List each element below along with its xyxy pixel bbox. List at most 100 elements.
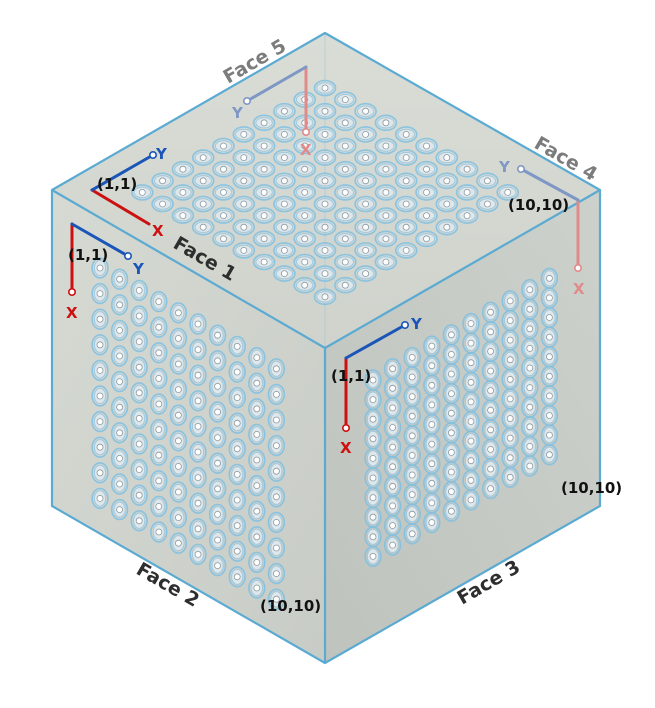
- led: [191, 195, 215, 213]
- right-end-coord: (10,10): [561, 479, 622, 497]
- led: [481, 458, 500, 480]
- led: [150, 521, 168, 543]
- led: [374, 114, 398, 132]
- led: [267, 486, 286, 508]
- led: [540, 326, 559, 348]
- led: [91, 282, 109, 305]
- led: [333, 137, 357, 155]
- led: [501, 407, 519, 430]
- led: [403, 405, 421, 427]
- led: [293, 276, 317, 294]
- face1-y-axis-label: Y: [155, 145, 168, 163]
- led: [540, 365, 559, 387]
- led: [354, 265, 377, 282]
- led: [442, 324, 461, 346]
- led: [423, 433, 441, 455]
- left-end-coord: (10,10): [260, 597, 321, 615]
- led: [313, 102, 337, 120]
- left-origin-coord: (1,1): [68, 246, 108, 264]
- led: [110, 319, 129, 342]
- led: [150, 444, 168, 466]
- led: [169, 430, 188, 452]
- face2-x-axis-label: X: [66, 304, 78, 322]
- led: [252, 184, 276, 201]
- led: [423, 472, 441, 494]
- led: [208, 350, 227, 372]
- led: [267, 588, 286, 610]
- led: [273, 102, 296, 120]
- led: [364, 467, 382, 489]
- led: [232, 242, 256, 259]
- led: [267, 511, 286, 534]
- led: [442, 363, 461, 385]
- led: [540, 306, 559, 329]
- led: [169, 532, 188, 554]
- led: [501, 388, 519, 410]
- led: [91, 410, 109, 433]
- led: [521, 318, 539, 340]
- led: [394, 126, 418, 143]
- led: [423, 413, 441, 436]
- led: [313, 288, 337, 306]
- led: [383, 495, 402, 517]
- led: [212, 207, 235, 224]
- led: [228, 438, 246, 460]
- led-grid-top: [131, 79, 520, 306]
- led: [476, 172, 499, 190]
- top-origin-coord: (1,1): [97, 175, 137, 193]
- led: [212, 230, 235, 248]
- led: [462, 371, 480, 393]
- led: [252, 207, 276, 224]
- led: [252, 137, 276, 155]
- led: [248, 577, 266, 599]
- face5-x-axis: X: [300, 65, 312, 159]
- face5-x-axis-label: X: [300, 141, 312, 159]
- led: [248, 346, 266, 369]
- led: [252, 114, 276, 132]
- led: [313, 172, 337, 190]
- led: [228, 335, 246, 358]
- led: [267, 383, 286, 406]
- face2-x-axis: X: [66, 222, 78, 322]
- led: [293, 184, 317, 201]
- led: [232, 149, 256, 166]
- led-grid-left: [91, 257, 286, 610]
- led: [403, 346, 421, 369]
- led: [150, 342, 168, 364]
- led: [130, 458, 148, 481]
- led: [415, 160, 438, 178]
- led: [415, 184, 438, 201]
- led: [442, 343, 461, 366]
- led: [267, 460, 286, 482]
- led: [169, 353, 188, 375]
- led: [273, 242, 296, 259]
- led: [228, 361, 246, 383]
- led: [383, 416, 402, 439]
- led: [130, 356, 148, 378]
- led: [313, 126, 337, 143]
- led: [521, 278, 539, 301]
- led: [354, 218, 377, 236]
- led: [169, 378, 188, 401]
- led: [501, 368, 519, 390]
- face4-end-coord: (10,10): [508, 196, 569, 214]
- led: [248, 500, 266, 522]
- led: [293, 230, 317, 248]
- led: [481, 360, 500, 382]
- led: [333, 160, 357, 178]
- led: [423, 374, 441, 396]
- cube-edges: [50, 31, 602, 665]
- led: [481, 379, 500, 402]
- led: [521, 337, 539, 360]
- led: [130, 433, 148, 455]
- face3-y-axis-label: Y: [410, 315, 423, 333]
- led: [228, 463, 246, 486]
- led: [252, 160, 276, 178]
- led: [313, 265, 337, 282]
- led: [248, 526, 266, 548]
- led: [333, 230, 357, 248]
- led: [273, 172, 296, 190]
- led: [383, 514, 402, 537]
- led: [150, 418, 168, 441]
- led: [442, 480, 461, 503]
